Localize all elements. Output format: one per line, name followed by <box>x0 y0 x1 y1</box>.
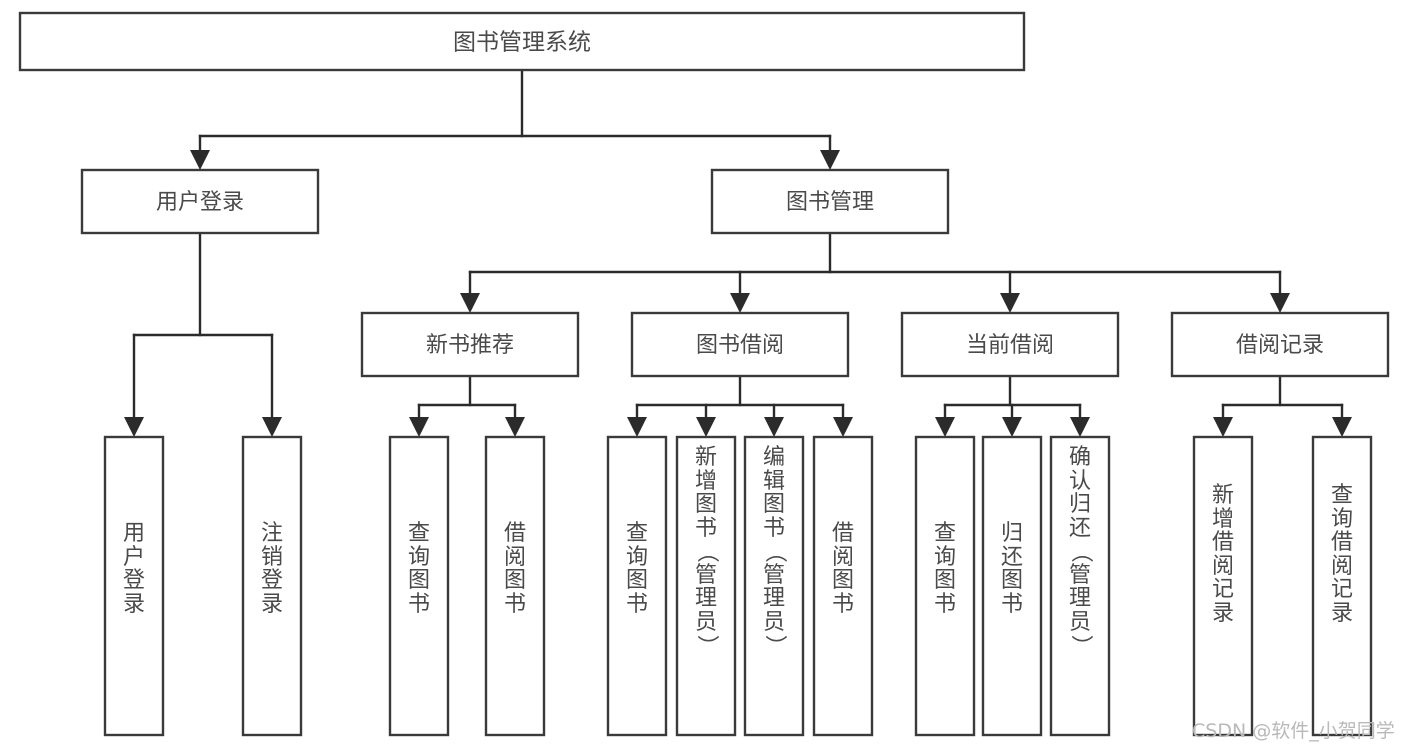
edges-root-to-level2 <box>190 68 840 170</box>
node-new-book-recommend-box[interactable] <box>360 311 580 378</box>
leaf-box-query-book-c[interactable] <box>914 435 976 737</box>
leaf-label-user-login: 用户登录 <box>122 521 145 617</box>
arrow-to-leaf-borrow-book-b <box>833 417 853 437</box>
node-book-borrow[interactable]: 图书借阅 <box>630 311 850 378</box>
arrow-to-new-book-recommend <box>460 293 480 313</box>
leaf-boxes-new-book-recommend <box>388 435 546 737</box>
leaf-box-borrow-book-b[interactable] <box>812 435 874 737</box>
arrow-to-current-borrow <box>1000 293 1020 313</box>
edges-userlogin-to-leaves <box>124 231 282 437</box>
node-new-book-recommend[interactable]: 新书推荐 <box>360 311 580 378</box>
leaf-boxes-book-borrow <box>606 435 874 737</box>
node-book-borrow-box[interactable] <box>630 311 850 378</box>
arrow-to-leaf-edit-book <box>764 417 784 437</box>
edges-bookborrow-to-leaves <box>627 374 853 437</box>
leaf-label-query-book-a: 查询图书 <box>407 521 430 617</box>
arrow-to-leaf-logout <box>262 417 282 437</box>
arrow-to-user-login <box>190 150 210 170</box>
node-borrow-record-box[interactable] <box>1170 311 1390 378</box>
arrow-to-leaf-add-book <box>696 417 716 437</box>
node-book-borrow-label: 图书借阅 <box>696 333 784 358</box>
leaf-box-user-login[interactable] <box>103 435 165 737</box>
leaf-boxes-borrow-record <box>1192 435 1373 737</box>
node-root-box[interactable] <box>18 11 1026 72</box>
arrow-to-leaf-return-book <box>1002 417 1022 437</box>
leaf-box-add-book-admin[interactable] <box>675 435 737 737</box>
arrow-to-leaf-user-login <box>124 417 144 437</box>
edges-currentborrow-to-leaves <box>935 374 1090 437</box>
node-borrow-record[interactable]: 借阅记录 <box>1170 311 1390 378</box>
leaf-label-query-borrow-record: 查询借阅记录 <box>1330 483 1353 626</box>
leaf-label-borrow-book-a: 借阅图书 <box>503 521 526 617</box>
leaf-box-query-book-b[interactable] <box>606 435 668 737</box>
arrow-to-leaf-borrow-book-a <box>505 417 525 437</box>
node-book-manage-box[interactable] <box>710 168 950 235</box>
node-new-book-recommend-label: 新书推荐 <box>426 333 514 358</box>
leaf-box-query-book-a[interactable] <box>388 435 450 737</box>
leaf-label-confirm-return-admin: 确认归还（管理员） <box>1067 445 1093 658</box>
leaf-label-borrow-book-b: 借阅图书 <box>831 521 854 617</box>
edges-borrowrecord-to-leaves <box>1213 374 1352 437</box>
node-borrow-record-label: 借阅记录 <box>1236 333 1324 358</box>
arrow-to-leaf-query-book-c <box>935 417 955 437</box>
leaf-box-edit-book-admin[interactable] <box>743 435 805 737</box>
arrow-to-leaf-query-book-a <box>409 417 429 437</box>
node-user-login[interactable]: 用户登录 <box>80 168 320 235</box>
edges-newbook-to-leaves <box>409 374 525 437</box>
leaf-label-logout-login: 注销登录 <box>260 521 283 617</box>
node-book-manage-label: 图书管理 <box>786 190 874 215</box>
node-book-manage[interactable]: 图书管理 <box>710 168 950 235</box>
leaf-box-logout-login[interactable] <box>241 435 303 737</box>
arrow-to-book-borrow <box>730 293 750 313</box>
arrow-to-borrow-record <box>1270 293 1290 313</box>
leaf-label-return-book: 归还图书 <box>1000 521 1023 617</box>
node-current-borrow-box[interactable] <box>900 311 1120 378</box>
edges-bookmanage-to-level3 <box>460 231 1290 313</box>
arrow-to-leaf-query-book-b <box>627 417 647 437</box>
node-current-borrow[interactable]: 当前借阅 <box>900 311 1120 378</box>
node-root-label: 图书管理系统 <box>453 30 591 56</box>
leaf-label-add-book-admin: 新增图书（管理员） <box>693 445 719 658</box>
leaf-boxes-current-borrow <box>914 435 1111 737</box>
node-root[interactable]: 图书管理系统 <box>18 11 1026 72</box>
node-user-login-label: 用户登录 <box>156 190 244 215</box>
leaf-boxes-user-login <box>103 435 303 737</box>
node-current-borrow-label: 当前借阅 <box>966 333 1054 358</box>
csdn-watermark: CSDN @软件_小贺同学 <box>1192 720 1395 742</box>
leaf-box-borrow-book-a[interactable] <box>484 435 546 737</box>
arrow-to-leaf-query-record <box>1332 417 1352 437</box>
leaf-box-query-borrow-record[interactable] <box>1311 435 1373 737</box>
leaf-label-query-book-c: 查询图书 <box>933 521 956 617</box>
arrow-to-leaf-add-record <box>1213 417 1233 437</box>
node-user-login-box[interactable] <box>80 168 320 235</box>
leaf-label-add-borrow-record: 新增借阅记录 <box>1211 483 1234 626</box>
arrow-to-leaf-confirm-return <box>1070 417 1090 437</box>
leaf-box-add-borrow-record[interactable] <box>1192 435 1254 737</box>
leaf-box-confirm-return-admin[interactable] <box>1049 435 1111 737</box>
leaf-label-edit-book-admin: 编辑图书（管理员） <box>761 445 787 658</box>
arrow-to-book-manage <box>820 150 840 170</box>
leaf-box-return-book[interactable] <box>981 435 1043 737</box>
leaf-label-query-book-b: 查询图书 <box>625 521 648 617</box>
